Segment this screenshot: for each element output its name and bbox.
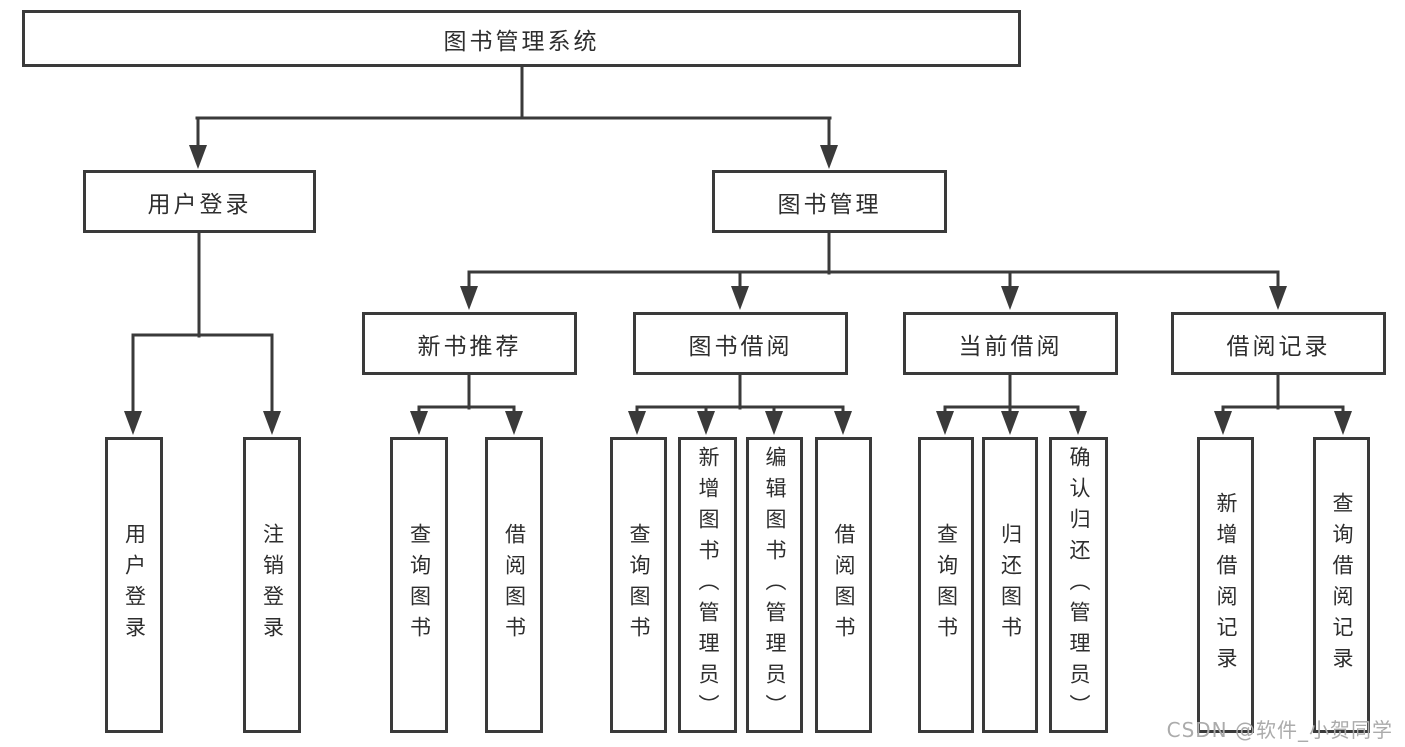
node-current-borrow: 当前借阅 (903, 312, 1118, 375)
node-root: 图书管理系统 (22, 10, 1021, 67)
node-leaf-query-books-recommend: 查询图书 (390, 437, 448, 733)
node-new-book-recommend: 新书推荐 (362, 312, 577, 375)
node-leaf-add-borrow-record: 新增借阅记录 (1197, 437, 1254, 733)
node-leaf-logout: 注销登录 (243, 437, 301, 733)
node-leaf-query-books-current: 查询图书 (918, 437, 974, 733)
node-book-management: 图书管理 (712, 170, 947, 233)
node-book-borrow: 图书借阅 (633, 312, 848, 375)
node-leaf-return-book: 归还图书 (982, 437, 1038, 733)
node-borrow-records: 借阅记录 (1171, 312, 1386, 375)
node-leaf-add-book-admin: 新增图书（管理员） (678, 437, 737, 733)
node-user-login: 用户登录 (83, 170, 316, 233)
arrowheads (124, 145, 1352, 435)
node-leaf-user-login: 用户登录 (105, 437, 163, 733)
node-leaf-borrow-books-recommend: 借阅图书 (485, 437, 543, 733)
watermark: CSDN @软件_小贺同学 (1166, 718, 1393, 742)
node-leaf-borrow-books: 借阅图书 (815, 437, 872, 733)
node-leaf-query-books-borrow: 查询图书 (610, 437, 667, 733)
node-leaf-confirm-return-admin: 确认归还（管理员） (1049, 437, 1108, 733)
node-leaf-query-borrow-record: 查询借阅记录 (1313, 437, 1370, 733)
node-leaf-edit-book-admin: 编辑图书（管理员） (746, 437, 803, 733)
